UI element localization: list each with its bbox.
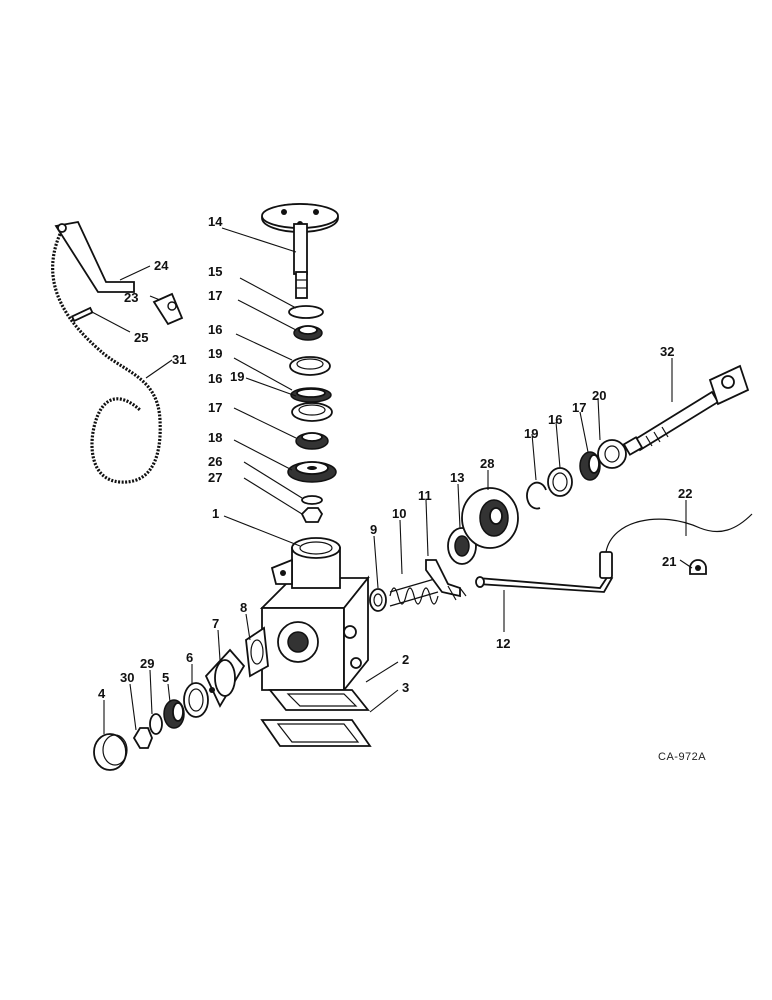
callout-13: 13	[450, 470, 464, 485]
part-4-cap	[93, 733, 128, 771]
callout-24: 24	[154, 258, 169, 273]
part-6-bearing-cup	[183, 682, 209, 718]
part-26-washer	[301, 495, 323, 505]
part-14-flange-shaft	[261, 203, 339, 299]
callout-9: 9	[370, 522, 377, 537]
part-25-pin	[70, 306, 94, 323]
part-28-clutch-gear	[461, 487, 519, 549]
part-31-cable-loop	[51, 233, 162, 484]
callout-18: 18	[208, 430, 222, 445]
callout-19: 19	[524, 426, 538, 441]
part-20-seal	[597, 439, 627, 469]
part-8-gasket	[245, 626, 269, 678]
part-29-washer	[149, 713, 163, 735]
callout-16: 16	[208, 371, 222, 386]
part-2-gasket	[268, 689, 370, 711]
part-21-cable-clip	[689, 559, 707, 575]
callout-10: 10	[392, 506, 406, 521]
callout-12: 12	[496, 636, 510, 651]
part-16-bearing-cup-lower	[291, 402, 333, 422]
part-22-control-cable	[599, 513, 753, 579]
callout-16: 16	[548, 412, 562, 427]
part-11-shift-fork	[425, 559, 467, 601]
callout-20: 20	[592, 388, 606, 403]
part-12-shift-rod	[475, 574, 614, 593]
callout-32: 32	[660, 344, 674, 359]
part-5-cone-bearing	[163, 699, 185, 729]
callout-14: 14	[208, 214, 223, 229]
callout-28: 28	[480, 456, 494, 471]
callout-19: 19	[230, 369, 244, 384]
part-7-retainer	[204, 648, 246, 708]
callout-17: 17	[572, 400, 586, 415]
part-24-bracket	[54, 220, 135, 293]
part-10-spring	[389, 577, 439, 607]
part-17-cone-bearing-lower	[295, 432, 329, 450]
figure-code: CA-972A	[658, 751, 706, 763]
part-3-cover-plate	[260, 719, 372, 747]
callout-8: 8	[240, 600, 247, 615]
callout-31: 31	[172, 352, 186, 367]
callout-1: 1	[212, 506, 219, 521]
part-32-yoke-shaft	[622, 364, 750, 456]
part-16-bearing-cup-upper	[289, 356, 331, 376]
callout-27: 27	[208, 470, 222, 485]
part-27-nut	[300, 507, 324, 523]
part-15-washer	[288, 305, 324, 319]
part-30-nut	[132, 727, 153, 749]
callout-23: 23	[124, 290, 138, 305]
part-19-snap-ring-right	[526, 481, 547, 510]
callout-17: 17	[208, 400, 222, 415]
part-23-clamp	[152, 292, 184, 326]
callout-2: 2	[402, 652, 409, 667]
part-17-cone-bearing-upper	[293, 325, 323, 341]
callout-26: 26	[208, 454, 222, 469]
part-17-cone-bearing-right	[579, 451, 601, 481]
callout-16: 16	[208, 322, 222, 337]
parts-illustration	[51, 203, 753, 771]
part-16-bearing-cup-right	[547, 467, 573, 497]
leader-lines	[91, 227, 693, 734]
callout-29: 29	[140, 656, 154, 671]
part-1-gear-housing	[259, 537, 370, 693]
callout-15: 15	[208, 264, 222, 279]
callout-4: 4	[98, 686, 106, 701]
callout-17: 17	[208, 288, 222, 303]
callout-labels: 14 15 17 16 19 16 19 17 18 26 27 1 24 23…	[98, 214, 692, 701]
callout-11: 11	[418, 488, 432, 503]
callout-5: 5	[162, 670, 169, 685]
part-9-bushing	[369, 588, 387, 612]
callout-3: 3	[402, 680, 409, 695]
callout-25: 25	[134, 330, 148, 345]
callout-21: 21	[662, 554, 676, 569]
callout-22: 22	[678, 486, 692, 501]
callout-6: 6	[186, 650, 193, 665]
callout-7: 7	[212, 616, 219, 631]
callout-19: 19	[208, 346, 222, 361]
callout-30: 30	[120, 670, 134, 685]
part-18-bevel-gear	[287, 461, 337, 483]
